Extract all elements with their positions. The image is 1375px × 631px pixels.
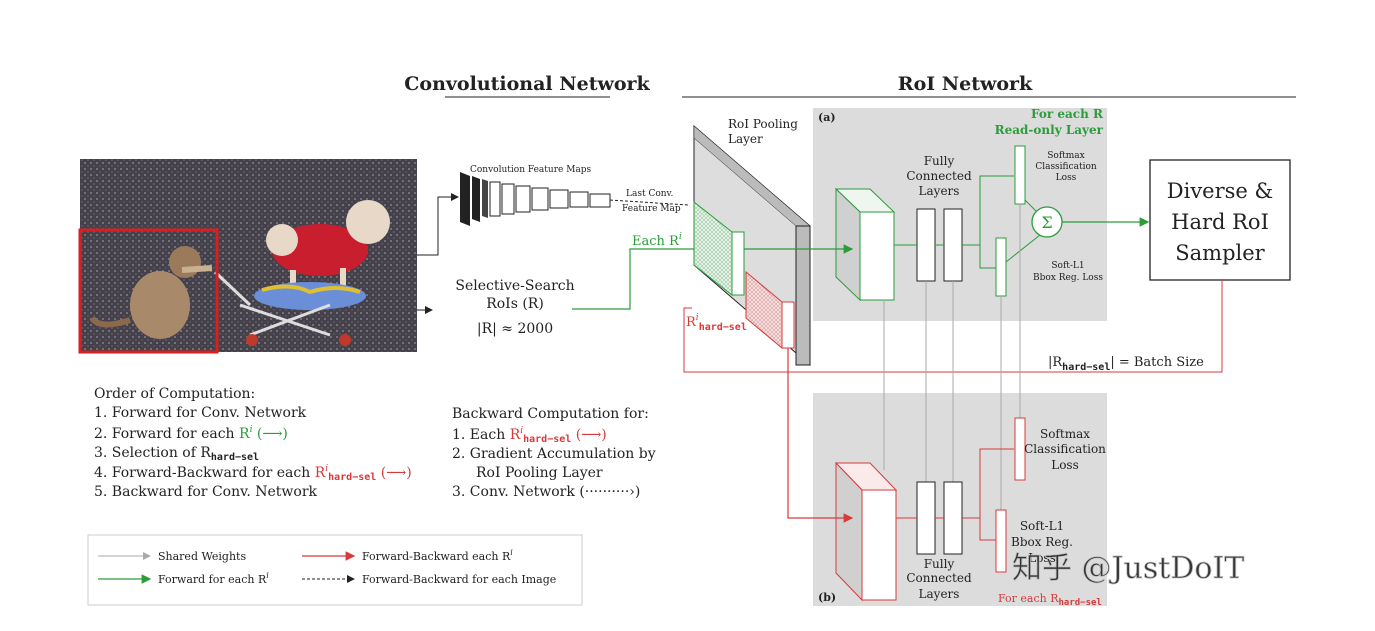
- panel-b-softmax-line1: Softmax: [1040, 427, 1090, 441]
- panel-a-fc-line3: Layers: [919, 184, 960, 198]
- panel-a-fc-line1: Fully: [924, 154, 955, 168]
- panel-b-fc-line2: Connected: [906, 571, 972, 585]
- input-image: [80, 159, 417, 352]
- r-hard-sel-label: Rihard−sel: [686, 313, 747, 333]
- backward-item-1: 1. Each Rihard−sel (⟶): [452, 426, 607, 445]
- watermark: 知乎 @JustDoIT: [1012, 551, 1244, 586]
- panel-b-fc2: [943, 481, 963, 555]
- panel-b-bbox-line1: Soft-L1: [1020, 519, 1064, 533]
- panel-b-for-each: For each Rhard−sel: [998, 592, 1102, 608]
- legend-forward-each: Forward for each Ri: [158, 571, 269, 586]
- roi-box-red: [78, 228, 219, 354]
- sampler-feedback-loop: [683, 280, 1223, 373]
- cat-body: [130, 271, 190, 339]
- legend-fb-each: Forward-Backward each Ri: [362, 548, 513, 563]
- panel-b-softmax-block: [1014, 417, 1026, 481]
- panel-a-fc1: [916, 208, 936, 282]
- order-item-4: 4. Forward-Backward for each Rihard−sel …: [94, 464, 412, 483]
- roi-network-header: RoI Network: [898, 73, 1033, 95]
- last-conv-label-1: Last Conv.: [626, 189, 674, 199]
- legend-box: [87, 534, 583, 606]
- red-roi-feature: [745, 270, 795, 350]
- panel-a-softmax-line1: Softmax: [1047, 151, 1085, 161]
- panel-b-softmax-line2: Classification: [1024, 442, 1106, 456]
- order-item-5: 5. Backward for Conv. Network: [94, 484, 318, 500]
- panel-b-fc1: [916, 481, 936, 555]
- backward-item-2-line1: 2. Gradient Accumulation by: [452, 446, 656, 462]
- sampler-line1: Diverse &: [1167, 179, 1273, 203]
- panel-b-fc-line3: Layers: [919, 587, 960, 601]
- selective-search-line1: Selective-Search: [455, 278, 574, 294]
- last-conv-label-2: Feature Map: [622, 204, 681, 214]
- panel-a-softmax-line3: Loss: [1056, 173, 1077, 183]
- panel-b-fc-line1: Fully: [924, 557, 955, 571]
- fc-to-bbox-b: [962, 517, 996, 541]
- panel-b-bbox-line2: Bbox Reg.: [1011, 535, 1073, 549]
- panel-a-for-each: For each R: [1031, 107, 1104, 121]
- panel-a-pooled-cube: [834, 187, 896, 302]
- order-title: Order of Computation:: [94, 386, 255, 402]
- backward-item-2-line2: RoI Pooling Layer: [476, 465, 603, 481]
- conv-feature-maps-label: Convolution Feature Maps: [470, 165, 592, 175]
- panel-b-bbox-line3: Loss: [1028, 551, 1056, 565]
- panel-a-bbox-block: [995, 237, 1007, 297]
- order-item-3: 3. Selection of Rhard−sel: [94, 445, 259, 463]
- batch-size-label: |Rhard−sel| = Batch Size: [1048, 355, 1204, 373]
- hard-roi-sampler-box: [1149, 159, 1291, 281]
- panel-b-bbox-block: [995, 509, 1007, 573]
- selective-search-count: |R| ≈ 2000: [477, 321, 553, 337]
- roi-pooling-label-line1: RoI Pooling: [728, 117, 798, 131]
- roi-pooling-label-line2: Layer: [728, 132, 763, 146]
- last-conv-dashed-line: [609, 199, 689, 206]
- sum-symbol: Σ: [1041, 213, 1052, 232]
- rois-green-path: [572, 248, 694, 310]
- panel-a-bbox-line2: Bbox Reg. Loss: [1033, 273, 1103, 283]
- conv-feature-maps: [460, 172, 611, 226]
- panel-a-tag: (a): [818, 111, 836, 124]
- backward-item-3: 3. Conv. Network (··········›): [452, 484, 640, 500]
- conv-network-header: Convolutional Network: [404, 73, 650, 95]
- panel-b-softmax-line3: Loss: [1051, 458, 1079, 472]
- panel-a-fc2: [943, 208, 963, 282]
- order-item-2: 2. Forward for each Ri (⟶): [94, 425, 288, 442]
- image-to-conv-arrow: [417, 193, 459, 256]
- dog-head: [346, 200, 390, 244]
- legend-shared-weights: Shared Weights: [158, 550, 246, 563]
- panel-b-tag: (b): [818, 591, 836, 604]
- green-roi-feature: [693, 200, 745, 297]
- panel-b-pooled-cube: [834, 461, 898, 602]
- panel-a-softmax-block: [1014, 145, 1026, 205]
- legend-fb-image: Forward-Backward for each Image: [362, 573, 556, 586]
- sampler-line3: Sampler: [1175, 241, 1265, 265]
- panel-a-fc-line2: Connected: [906, 169, 972, 183]
- panel-a-read-only: Read-only Layer: [995, 123, 1104, 137]
- each-r-label: Each Ri: [632, 232, 682, 249]
- backward-title: Backward Computation for:: [452, 406, 649, 422]
- fc-to-bbox-a: [962, 244, 996, 269]
- panel-a-softmax-line2: Classification: [1035, 162, 1097, 172]
- panel-a-bbox-line1: Soft-L1: [1051, 261, 1084, 271]
- order-item-1: 1. Forward for Conv. Network: [94, 405, 307, 421]
- red-to-fc-arrow: [787, 348, 854, 523]
- sampler-line2: Hard RoI: [1171, 210, 1269, 234]
- selective-search-line2: RoIs (R): [486, 296, 544, 312]
